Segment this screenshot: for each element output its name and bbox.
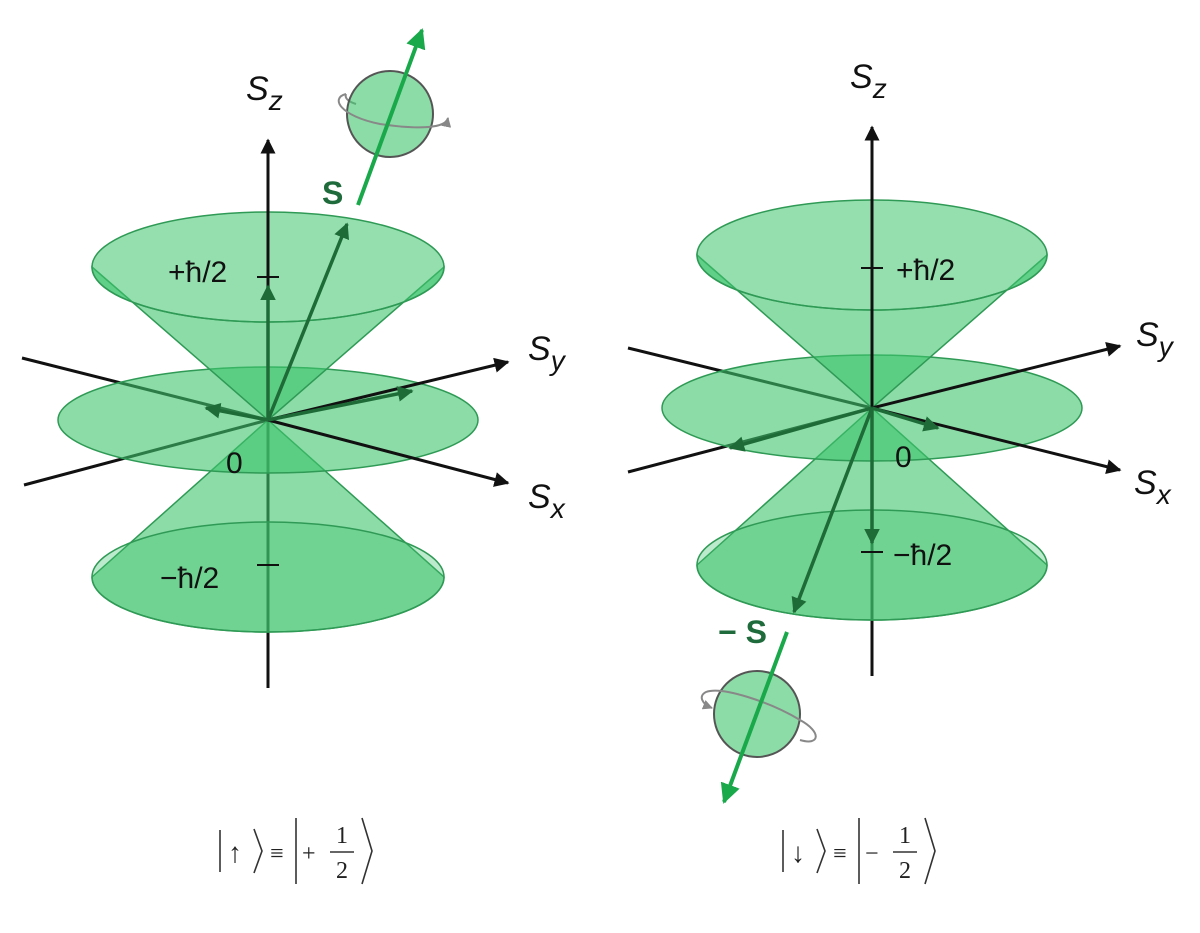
left-sign: + (302, 841, 316, 867)
left-sz-label: Sz (246, 70, 283, 116)
right-minus-hbar-label: −ħ/2 (893, 539, 952, 572)
left-plus-hbar-label: +ħ/2 (168, 256, 227, 289)
right-sy-component-arrow (728, 406, 873, 452)
right-spinning-particle (700, 631, 817, 804)
right-sign: − (865, 841, 879, 867)
left-vector-label: S (322, 175, 343, 211)
left-lower-cone (91, 418, 445, 633)
right-plus-hbar-label: +ħ/2 (896, 254, 955, 287)
right-sy-axis (871, 341, 1122, 410)
left-sy-label: Sy (528, 330, 567, 376)
right-sx-axis (871, 406, 1122, 475)
right-ket-arrow: ↓ (791, 838, 805, 869)
right-fraction-numerator: 1 (899, 823, 911, 849)
right-zero-label: 0 (895, 441, 912, 474)
left-sx-component-arrow (204, 402, 269, 422)
left-spin-axis-arrow (356, 28, 426, 206)
left-minus-hbar-label: −ħ/2 (160, 562, 219, 595)
left-fraction-numerator: 1 (336, 823, 348, 849)
left-sx-label: Sx (528, 478, 566, 524)
left-ket-arrow: ↑ (228, 838, 242, 869)
left-spinning-particle (337, 28, 452, 206)
left-zero-label: 0 (226, 447, 243, 480)
right-sz-label: Sz (850, 58, 887, 104)
left-sx-axis (267, 418, 510, 487)
right-ket-equation: ↓ ≡ − 1 2 (782, 817, 936, 885)
right-panel: Sz Sy Sx +ħ/2 0 −ħ/2 − S ↓ ≡ − 1 2 (627, 58, 1175, 885)
left-ket-equation: ↑ ≡ + 1 2 (219, 817, 373, 885)
left-sy-component-arrow (267, 386, 414, 422)
right-vector-label: − S (718, 614, 767, 650)
left-fraction-denominator: 2 (336, 858, 348, 884)
right-spin-axis-arrow (720, 631, 789, 804)
left-spin-vector-arrow (266, 222, 350, 421)
right-sy-label: Sy (1136, 316, 1175, 362)
left-panel: Sz Sy Sx +ħ/2 0 −ħ/2 S ↑ ≡ + 1 2 (21, 28, 567, 885)
right-equiv-sign: ≡ (833, 841, 847, 867)
right-spin-vector-arrow (791, 407, 874, 614)
right-fraction-denominator: 2 (899, 858, 911, 884)
right-sx-label: Sx (1134, 464, 1172, 510)
left-equiv-sign: ≡ (270, 841, 284, 867)
right-sx-component-arrow (871, 406, 940, 432)
